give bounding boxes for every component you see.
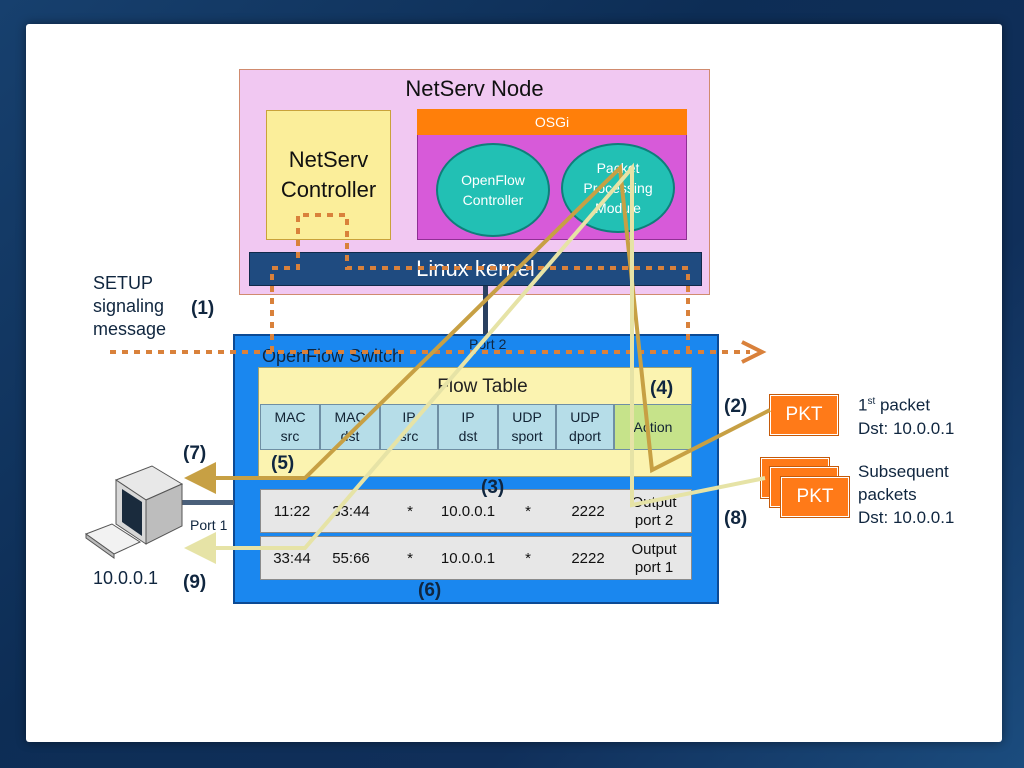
step-label-6: (6)	[418, 580, 442, 601]
header-text: UDP	[570, 409, 600, 425]
cell-udp-sport: *	[525, 503, 531, 520]
ppm-line3: Module	[595, 200, 641, 216]
cell-mac-src: 11:22	[273, 503, 311, 520]
first-packet-ordinal: 1	[858, 395, 868, 415]
cell-ip-dst: 10.0.0.1	[440, 550, 496, 567]
setup-arrowhead	[741, 340, 767, 364]
action-text: Output	[631, 541, 677, 558]
step-label-2: (2)	[724, 396, 748, 417]
port2-link	[483, 286, 488, 334]
controller-label-line1: NetServ	[288, 147, 369, 172]
step-label-1: (1)	[191, 298, 215, 319]
step-label-7: (7)	[183, 443, 207, 464]
first-packet-description: 1st packet Dst: 10.0.0.1	[858, 390, 954, 440]
subsequent-desc-line: packets	[858, 485, 917, 504]
subsequent-packets-description: Subsequent packets Dst: 10.0.0.1	[858, 460, 954, 529]
header-udp-dport: UDP dport	[556, 404, 614, 450]
cell-mac-src: 33:44	[273, 550, 311, 567]
header-udp-sport: UDP sport	[498, 404, 556, 450]
setup-signaling-path	[110, 213, 750, 354]
first-packet-word: packet	[875, 395, 931, 415]
header-text: src	[280, 428, 300, 444]
cell-ip-src: *	[407, 550, 413, 567]
header-mac-src: MAC src	[260, 404, 320, 450]
flow-table-title: Flow Table	[437, 376, 528, 397]
port1-link	[160, 500, 234, 505]
first-packet-ordinal-suffix: st	[867, 396, 876, 407]
first-packet-desc-line1: 1st packet	[858, 390, 954, 417]
port1-label: Port 1	[190, 517, 228, 533]
action-text: port 2	[634, 512, 674, 529]
header-action: Action	[614, 404, 692, 450]
step-label-9: (9)	[183, 572, 207, 593]
subsequent-desc-line: Dst: 10.0.0.1	[858, 508, 955, 527]
openflow-controller-line2: Controller	[462, 192, 524, 208]
step-label-3: (3)	[481, 477, 505, 498]
header-text: UDP	[512, 409, 542, 425]
host-ip-label: 10.0.0.1	[93, 568, 159, 588]
netserv-node-title: NetServ Node	[405, 76, 544, 101]
setup-line: signaling	[93, 296, 165, 316]
cell-udp-dport: 2222	[571, 503, 605, 520]
header-text: dst	[458, 428, 478, 444]
first-packet: PKT	[770, 395, 838, 435]
cell-ip-src: *	[407, 503, 413, 520]
step-label-4: (4)	[650, 378, 674, 399]
header-text: Action	[633, 418, 673, 435]
header-text: MAC	[334, 409, 366, 425]
packet-processing-module-ellipse: Packet Processing Module	[561, 143, 675, 233]
step-label-5: (5)	[271, 453, 295, 474]
subsequent-packet-path	[184, 162, 766, 564]
osgi-header: OSGi	[417, 109, 687, 135]
cell-udp-sport: *	[525, 550, 531, 567]
action-text: port 1	[634, 559, 674, 576]
subsequent-packet: PKT	[781, 477, 849, 517]
header-text: MAC	[274, 409, 306, 425]
netserv-controller-box: NetServ Controller	[266, 110, 391, 240]
cell-ip-dst: 10.0.0.1	[440, 503, 496, 520]
setup-line: message	[93, 319, 167, 339]
first-packet-dst: Dst: 10.0.0.1	[858, 418, 955, 438]
ppm-line2: Processing	[583, 180, 653, 196]
controller-label-line2: Controller	[280, 177, 377, 202]
cell-udp-dport: 2222	[571, 550, 605, 567]
first-packet-path	[184, 163, 771, 494]
header-text: dport	[569, 428, 601, 444]
setup-line: SETUP	[93, 273, 154, 293]
subsequent-desc-line: Subsequent	[858, 462, 949, 481]
header-text: IP	[461, 409, 475, 425]
setup-message-label: SETUP signaling message	[93, 272, 166, 341]
cell-mac-dst: 55:66	[332, 550, 370, 567]
header-text: sport	[511, 428, 543, 444]
openflow-controller-ellipse: OpenFlow Controller	[436, 143, 550, 237]
openflow-controller-line1: OpenFlow	[461, 172, 525, 188]
header-ip-dst: IP dst	[438, 404, 498, 450]
step-label-8: (8)	[724, 508, 748, 529]
computer-icon	[82, 462, 192, 570]
